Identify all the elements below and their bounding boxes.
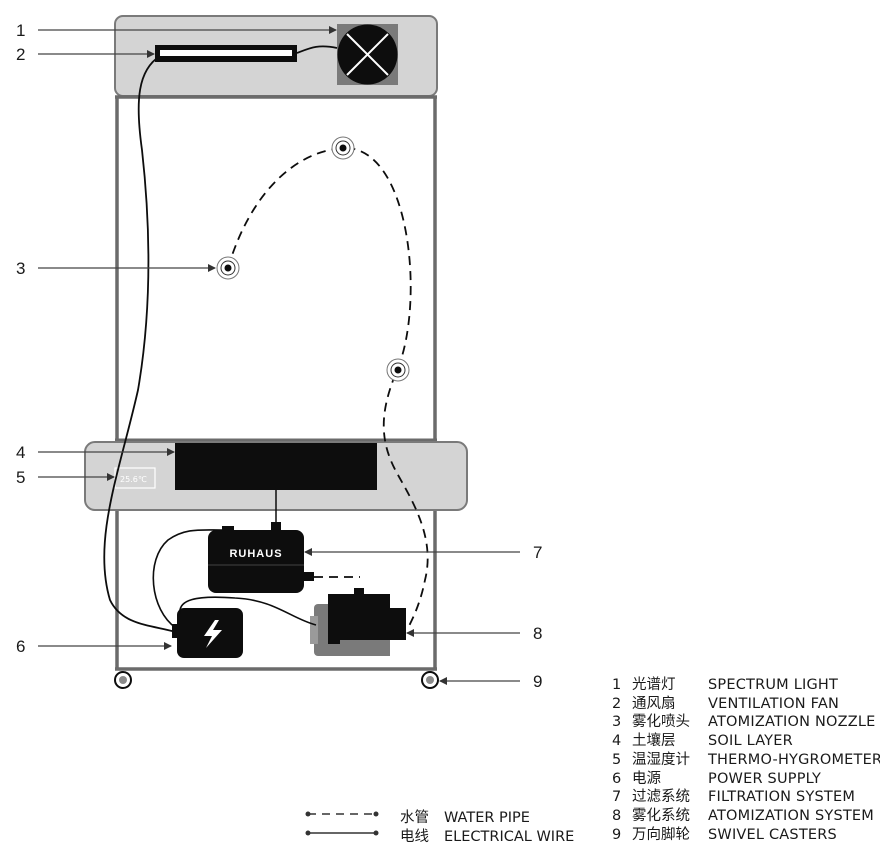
thermo-reading: 25.6℃ — [120, 475, 147, 484]
water-pipe-key-zh: 水管 — [400, 810, 429, 826]
callout-9: 9 — [533, 672, 542, 691]
callout-8: 8 — [533, 624, 542, 643]
wire-power-to-pump — [179, 596, 317, 626]
callout-4: 4 — [16, 443, 25, 462]
drain-connector — [271, 522, 281, 531]
callout-2: 2 — [16, 45, 25, 64]
lightning-icon — [204, 620, 222, 648]
callout-1: 1 — [16, 21, 25, 40]
water-pipe-key-en: WATER PIPE — [444, 810, 530, 826]
soil-layer — [175, 443, 377, 490]
caster-right — [421, 671, 439, 689]
ventilation-fan — [337, 24, 398, 85]
atomization-nozzle-3 — [386, 358, 410, 382]
water-pipe-key-symbol — [305, 811, 379, 817]
callout-5: 5 — [16, 468, 25, 487]
fan-wire — [296, 45, 338, 54]
spectrum-light-tube — [160, 50, 292, 56]
brand-label: RUHAUS — [229, 548, 282, 560]
wire-power-to-filter — [152, 529, 223, 629]
electrical-wire-key-symbol — [305, 830, 379, 836]
filtration-system: RUHAUS — [208, 526, 314, 593]
atomization-system — [310, 588, 406, 656]
thermo-hygrometer: 25.6℃ — [114, 467, 156, 489]
power-supply — [172, 608, 243, 658]
electrical-wire-key-zh: 电线 — [400, 829, 429, 845]
electrical-wire-key: 电线 ELECTRICAL WIRE — [400, 825, 574, 846]
atomization-nozzle-2 — [331, 136, 355, 160]
callout-6: 6 — [16, 637, 25, 656]
electrical-wire-key-en: ELECTRICAL WIRE — [444, 829, 575, 845]
callout-leaders — [38, 26, 520, 685]
atomization-nozzle-1 — [216, 256, 240, 280]
water-pipe-key: 水管 WATER PIPE — [400, 806, 530, 827]
callout-7: 7 — [533, 543, 542, 562]
caster-left — [114, 671, 132, 689]
electrical-wire-main — [103, 55, 177, 633]
callout-3: 3 — [16, 259, 25, 278]
